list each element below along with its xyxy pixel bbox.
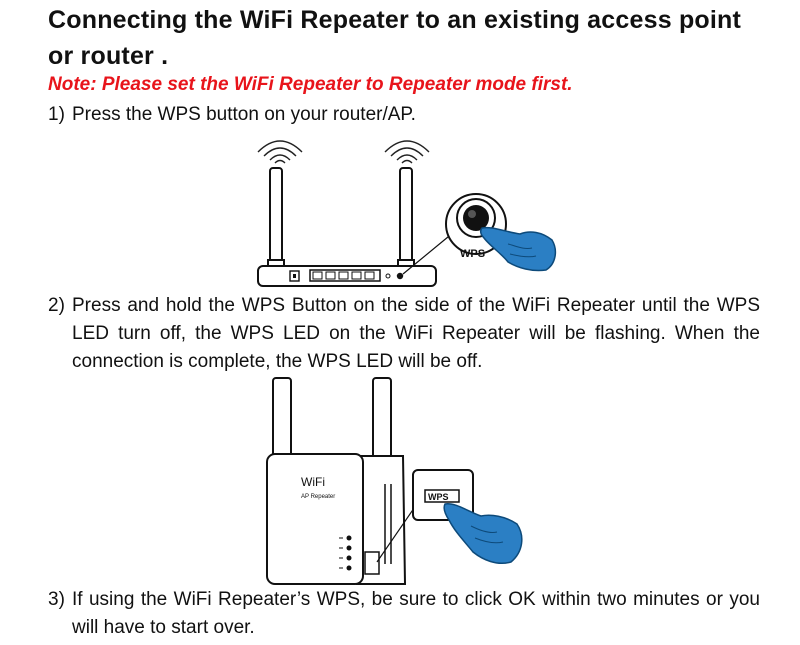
repeater-model: AP Repeater <box>301 494 335 500</box>
wps-switch-label: WPS <box>428 492 449 502</box>
router-antenna <box>397 167 415 271</box>
router-body <box>257 265 437 287</box>
wps-label: WPS <box>460 248 485 260</box>
wifi-signal-icon <box>384 140 430 164</box>
step-text: Press the WPS button on your router/AP. <box>72 104 416 125</box>
router-illustration: WPS <box>257 140 557 287</box>
step-2: 2) Press and hold the WPS Button on the … <box>48 292 760 376</box>
pointing-hand-icon <box>443 503 523 564</box>
setup-note: Note: Please set the WiFi Repeater to Re… <box>48 74 573 95</box>
repeater-body: WiFi AP Repeater <box>266 453 364 585</box>
pointing-hand-icon <box>479 226 557 272</box>
repeater-illustration: WiFi AP Repeater WPS <box>266 377 523 585</box>
wifi-signal-icon <box>257 140 303 164</box>
step-number: 2) <box>48 295 65 316</box>
step-text: Press and hold the WPS Button on the sid… <box>72 295 760 372</box>
repeater-brand: WiFi <box>301 475 325 489</box>
led-indicator-icon <box>339 535 352 571</box>
step-1: 1) Press the WPS button on your router/A… <box>48 101 760 129</box>
step-number: 1) <box>48 104 65 125</box>
router-antenna <box>267 167 285 271</box>
page-title: Connecting the WiFi Repeater to an exist… <box>48 6 742 70</box>
step-3: 3) If using the WiFi Repeater’s WPS, be … <box>48 586 760 642</box>
step-number: 3) <box>48 589 65 610</box>
step-text: If using the WiFi Repeater’s WPS, be sur… <box>72 589 760 638</box>
